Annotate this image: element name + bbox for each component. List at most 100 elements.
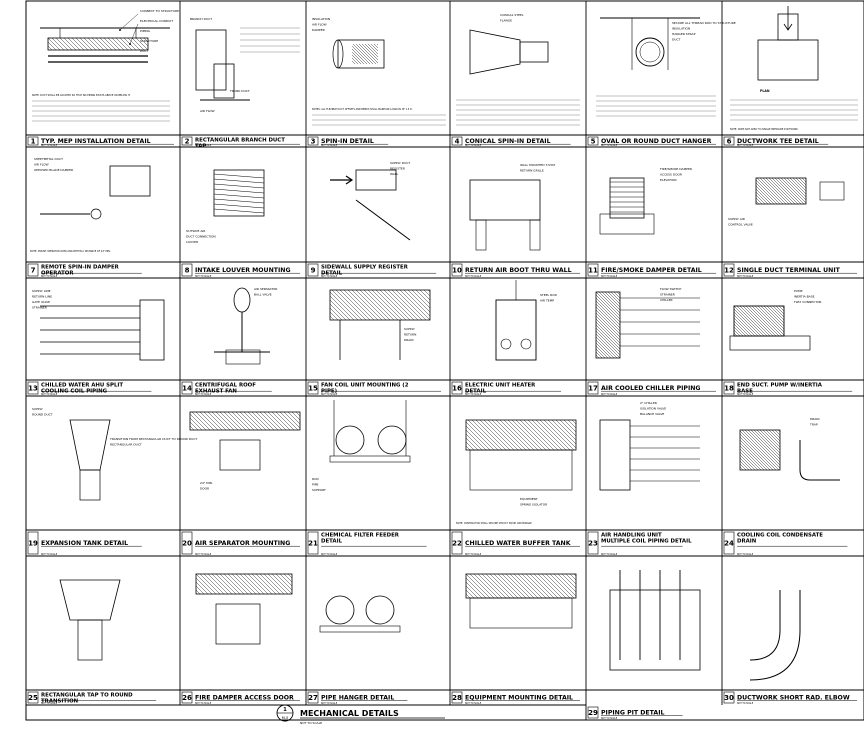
louver-blade — [213, 193, 265, 199]
detail-number-box — [587, 706, 599, 719]
hatch-pattern — [351, 43, 379, 65]
hatch-line — [739, 454, 756, 471]
detail-number: 12 — [724, 267, 734, 275]
hatch-line — [733, 311, 759, 337]
hatch-line — [207, 573, 229, 595]
callout-text: SUPPLY — [32, 407, 43, 411]
hatch-line — [739, 460, 750, 471]
hatch-line — [595, 354, 600, 359]
detail-number-box — [307, 263, 319, 277]
hatch-line — [361, 43, 379, 61]
hatch-line — [331, 289, 363, 321]
inertia-base — [729, 335, 811, 351]
hatch-line — [465, 429, 487, 451]
detail-title: TAP — [195, 144, 206, 150]
detail-number: 13 — [28, 385, 38, 393]
hatch-line — [768, 177, 796, 205]
hatch-line — [71, 37, 85, 51]
detail-number-box — [181, 136, 193, 146]
pipe-section — [377, 425, 407, 455]
hatch-line — [501, 573, 527, 599]
callout-text: AIR FLOW — [312, 23, 327, 27]
detail-number: 30 — [724, 694, 734, 702]
hatch-line — [777, 177, 805, 205]
callout-text: 2" CHILLER — [640, 401, 657, 405]
callout-text: OUTSIDE AIR — [186, 229, 205, 233]
detail-number: 23 — [588, 540, 598, 548]
hatch-line — [207, 411, 227, 431]
detail-number-box — [723, 691, 735, 704]
detail-number: 29 — [588, 709, 598, 717]
callout-text: SUPPLY AIR — [728, 217, 745, 221]
hatch-line — [755, 197, 763, 205]
hatch-line — [755, 182, 778, 205]
hatch-line — [215, 411, 235, 431]
leader-dot — [119, 29, 121, 31]
callout-text: SPRING ISOLATOR — [520, 503, 547, 507]
detail-number-box — [451, 381, 463, 395]
detail-number: 19 — [28, 540, 38, 548]
pipe-section — [335, 425, 365, 455]
hatch-line — [804, 177, 807, 180]
trunk-duct — [213, 63, 235, 99]
hatch-line — [203, 573, 225, 595]
detail-title: RECTANGULAR BRANCH DUCT — [195, 138, 285, 144]
hatch-line — [291, 411, 301, 421]
hatch-line — [247, 573, 269, 595]
hatch-line — [553, 573, 577, 597]
detail-number: 1 — [31, 138, 36, 146]
hatch-line — [275, 411, 295, 431]
hatch-line — [541, 573, 567, 599]
hatch-line — [399, 289, 431, 321]
callout-text: EQUIPMENT — [520, 497, 538, 501]
equipment-base — [465, 419, 577, 451]
hatch-line — [275, 573, 293, 591]
hatch-line — [199, 411, 219, 431]
detail-number-box — [27, 691, 39, 704]
detail-title: DETAIL — [321, 271, 343, 277]
callout-text: AIR FLOW — [34, 163, 49, 167]
detail-title: EXHAUST FAN — [195, 389, 237, 395]
hatch-line — [751, 305, 783, 337]
callout-text: INSULATION — [672, 27, 690, 31]
hatch-line — [259, 411, 279, 431]
callout-text: FLANGE — [500, 19, 512, 23]
hatch-line — [739, 430, 780, 471]
hatch-line — [485, 573, 511, 599]
hatch-line — [757, 305, 785, 333]
hatch-line — [741, 429, 781, 469]
unit-heater — [495, 299, 537, 361]
louver-blade — [213, 178, 265, 184]
hatch-line — [535, 419, 567, 451]
detail-number: 22 — [452, 540, 462, 548]
hatch-line — [465, 421, 495, 451]
hatch-line — [563, 419, 577, 433]
hatch-line — [227, 573, 249, 595]
callout-text: RETURN — [404, 333, 416, 337]
callout-text: 24" MIN. — [200, 481, 213, 485]
detail-number-box — [181, 531, 193, 555]
air-separator — [233, 287, 251, 313]
detail-number: 9 — [311, 267, 316, 275]
detail-number: 4 — [455, 138, 460, 146]
hatch-line — [335, 289, 367, 321]
callout-text: ACCESS DOOR — [660, 173, 682, 177]
hatch-line — [595, 294, 621, 320]
hatch-line — [547, 419, 577, 449]
hatch-line — [565, 573, 577, 585]
detail-number: 27 — [308, 694, 318, 702]
hatch-line — [239, 573, 261, 595]
hatch-line — [775, 305, 785, 315]
hatch-line — [733, 317, 753, 337]
hatch-line — [774, 177, 802, 205]
hatch-line — [755, 188, 772, 205]
detail-scale: NOT TO SCALE — [601, 393, 618, 396]
hatch-line — [505, 573, 531, 599]
hatch-line — [527, 419, 559, 451]
hatch-line — [87, 37, 101, 51]
